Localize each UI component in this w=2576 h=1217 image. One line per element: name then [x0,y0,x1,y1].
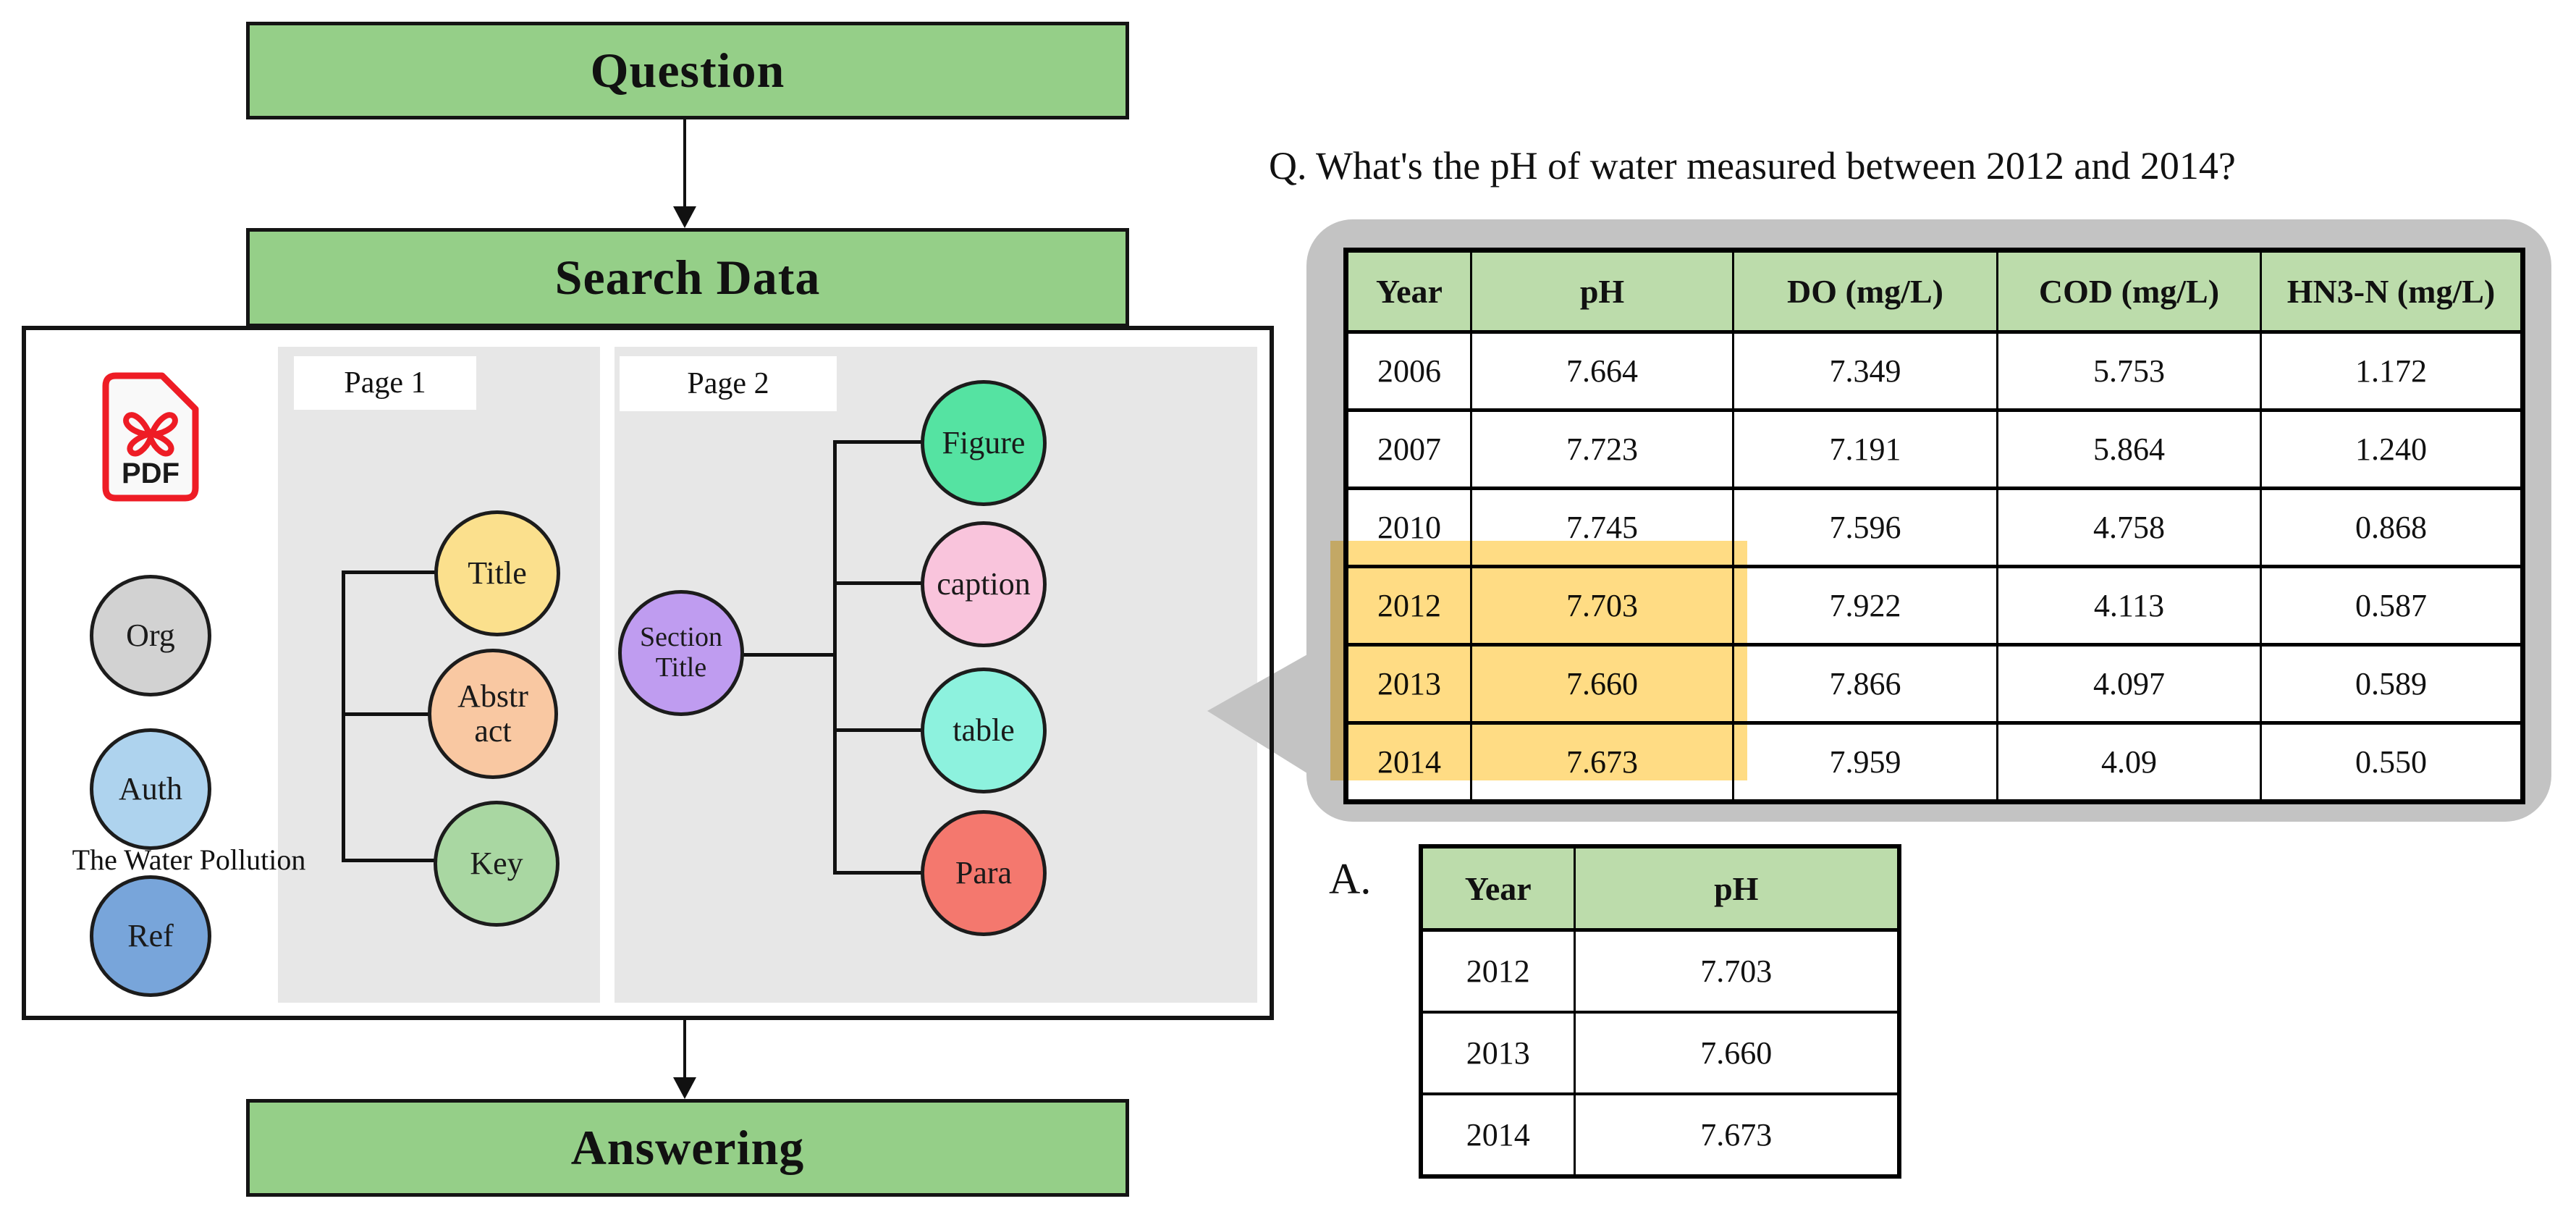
page1-bracket-line [342,572,345,862]
flow-arrow-line [683,1020,686,1079]
column-header: pH [1573,845,1901,932]
page2-bracket-line [833,440,923,444]
table-cell: 5.753 [1996,330,2262,411]
table-cell: 2007 [1345,408,1472,489]
column-header: Year [1419,845,1576,932]
table-cell: 5.864 [1996,408,2262,489]
column-header: HN3-N (mg/L) [2260,249,2524,334]
org-node: Org [90,575,211,696]
table-cell: 7.703 [1573,928,1901,1014]
down-arrow-icon [673,206,696,228]
pdf-icon: PDF [102,372,199,502]
column-header: DO (mg/L) [1732,249,1998,334]
svg-text:PDF: PDF [122,458,180,489]
table-header-row: Year pH [1419,845,1901,932]
document-structure-container: PDF The Water Pollution Org Auth Ref Pag… [22,326,1274,1020]
question-text: Q. What's the pH of water measured betwe… [1269,144,2236,188]
node-key: Key [434,801,559,927]
answer-label: A. [1329,855,1372,903]
node-caption: caption [921,521,1047,647]
page2-bracket-line [833,871,923,875]
column-header: pH [1470,249,1734,334]
node-para: Para [921,810,1047,936]
table-cell: 4.758 [1996,487,2262,568]
pdf-doc-title: The Water Pollution [72,843,306,876]
table-cell: 7.664 [1470,330,1734,411]
table-cell: 7.596 [1732,487,1998,568]
page1-label: Page 1 [294,356,476,410]
table-cell: 2014 [1419,1092,1576,1178]
node-section-title: Section Title [618,590,744,716]
page2-bracket-line [833,728,923,732]
auth-node: Auth [90,728,211,850]
page1-bracket-line [342,570,436,574]
table-cell: 4.113 [1996,565,2262,646]
data-table: Year pH DO (mg/L) COD (mg/L) HN3-N (mg/L… [1343,248,2525,804]
column-header: COD (mg/L) [1996,249,2262,334]
table-cell: 7.866 [1732,643,1998,724]
flow-arrow-line [683,119,686,208]
table-cell: 4.09 [1996,721,2262,803]
table-cell: 0.550 [2260,721,2524,803]
column-header: Year [1345,249,1472,334]
table-cell: 0.868 [2260,487,2524,568]
table-cell: 1.240 [2260,408,2524,489]
table-cell: 7.723 [1470,408,1734,489]
container-border-patch [1270,619,1274,811]
page2-label: Page 2 [620,356,837,411]
node-abstract: Abstr act [428,649,558,779]
table-cell: 2013 [1419,1011,1576,1095]
search-data-box: Search Data [246,228,1129,327]
page1-bracket-line [342,859,436,862]
page2-bracket-line [833,581,923,585]
table-cell: 4.097 [1996,643,2262,724]
table-cell: 7.660 [1573,1011,1901,1095]
table-header-row: Year pH DO (mg/L) COD (mg/L) HN3-N (mg/L… [1345,249,2524,334]
page2-bracket-line [743,653,837,657]
question-box: Question [246,22,1129,119]
down-arrow-icon [673,1077,696,1099]
table-cell: 7.673 [1573,1092,1901,1178]
table-cell: 1.172 [2260,330,2524,411]
node-figure: Figure [921,380,1047,506]
table-cell: 7.191 [1732,408,1998,489]
ref-node: Ref [90,875,211,997]
table-cell: 0.587 [2260,565,2524,646]
table-cell: 7.922 [1732,565,1998,646]
page2-bracket-line [833,442,837,875]
table-cell: 2006 [1345,330,1472,411]
highlight-overlay [1330,541,1747,780]
answering-box: Answering [246,1099,1129,1197]
node-table: table [921,668,1047,793]
table-cell: 0.589 [2260,643,2524,724]
table-cell: 7.959 [1732,721,1998,803]
node-title: Title [434,510,560,636]
table-cell: 2012 [1419,928,1576,1014]
page1-bracket-line [342,712,431,716]
page1-panel [278,347,600,1003]
table-cell: 7.349 [1732,330,1998,411]
